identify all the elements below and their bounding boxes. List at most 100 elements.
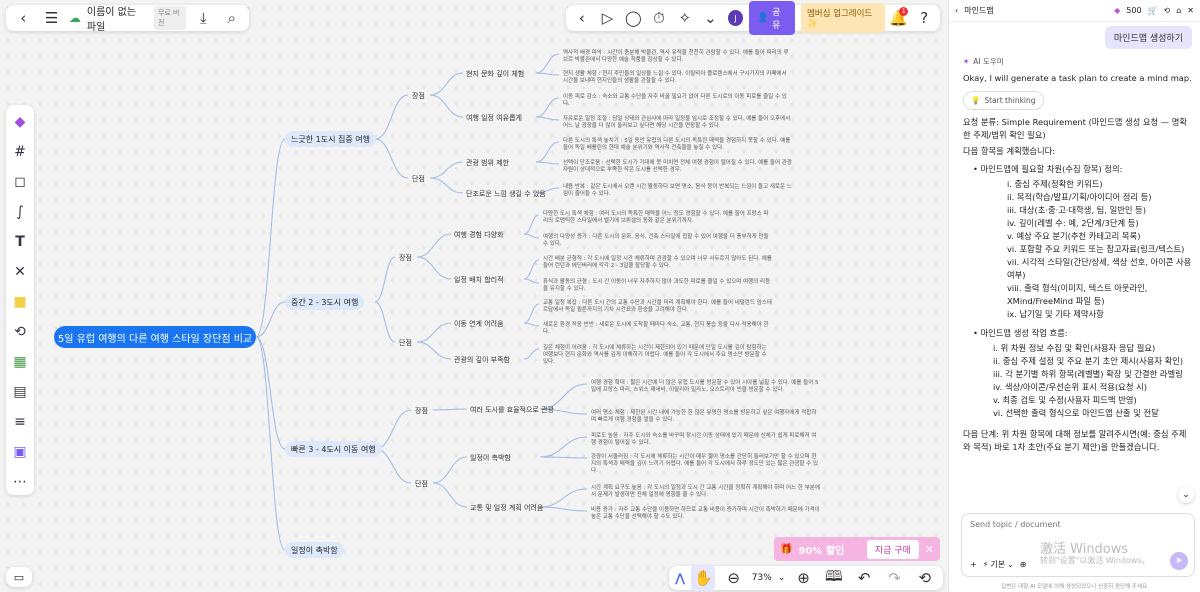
- leaf-note[interactable]: 비용 증가 : 자주 교통 수단을 이용하면 하므로 교통 비용이 증가하며 시…: [591, 507, 820, 520]
- leaf-note[interactable]: 시간 배분 균형적 : 각 도시에 일정 시간 체류하며 관광할 수 있으며 너…: [543, 256, 772, 269]
- search-icon[interactable]: ⌕: [227, 9, 236, 27]
- leaf-note[interactable]: 다른 도시의 특색 놓치기 : 5일 동안 유럽의 다른 도시의 독특한 매력을…: [563, 138, 791, 151]
- topic-item[interactable]: 여행 경험 다양화: [454, 231, 504, 239]
- add-icon[interactable]: +: [970, 560, 977, 569]
- back-icon[interactable]: ‹: [955, 6, 959, 15]
- topic-item[interactable]: 관광 범위 제한: [466, 159, 510, 167]
- leaf-note[interactable]: 현지 생활 체험 : 현지 주민들의 일상을 느낄 수 있다. 이탈리아 플로렌…: [563, 71, 787, 84]
- leaf-note[interactable]: 자유로운 일정 조절 : 당일 상태와 관심사에 따라 일정을 임시로 조정할 …: [563, 116, 791, 129]
- leaf-note[interactable]: 다양한 도시 특색 체험 : 여러 도시의 독특한 매력을 어느 정도 경험할 …: [543, 211, 769, 224]
- close-icon[interactable]: ✕: [924, 542, 934, 556]
- leaf-note[interactable]: 내용 반복 : 같은 도시에서 오랜 시간 활동하다 보면 명소, 음식 등이 …: [563, 184, 792, 197]
- leaf-note[interactable]: 역사적 배경 파악 : 시간이 충분해 박물관, 역사 유적을 천천히 관람할 …: [563, 50, 789, 63]
- leaf-note[interactable]: 관광이 서둘러짐 : 각 도시에 체류하는 시간이 매우 짧아 명소를 간단히 …: [591, 454, 819, 474]
- workflow-item: iv. 색상/아이콘/우선순위 표시 적용(요청 시): [993, 382, 1147, 392]
- file-name[interactable]: 이름이 없는 파일: [86, 7, 137, 33]
- branch-topic[interactable]: 느긋한 1도시 집중 여행: [285, 131, 376, 147]
- magic-icon[interactable]: ✧: [678, 9, 692, 27]
- leaf-note[interactable]: 선택이 단조로움 : 선택한 도시가 기대에 못 미치면 전체 여행 경험이 떨…: [563, 160, 792, 173]
- history-icon[interactable]: ⟲: [918, 569, 932, 587]
- topic-item[interactable]: 여러 도시를 효율적으로 관광: [470, 406, 554, 414]
- list-icon[interactable]: ≡: [14, 414, 26, 431]
- zoom-in-icon[interactable]: ⊕: [797, 569, 810, 587]
- thinking-toggle[interactable]: 💡Start thinking: [963, 91, 1044, 110]
- share-button[interactable]: 👤공유: [748, 1, 795, 35]
- branch-topic[interactable]: 빠른 3 - 4도시 이동 여행: [285, 441, 382, 457]
- timer-icon[interactable]: ⏱: [653, 9, 665, 27]
- buy-now-button[interactable]: 지금 구매: [866, 539, 919, 559]
- sub-topic[interactable]: 단점: [399, 339, 412, 347]
- connector: [374, 409, 412, 450]
- frame-icon[interactable]: #: [14, 143, 26, 160]
- topic-item[interactable]: 일정이 촉박함: [470, 454, 511, 462]
- mode-selector[interactable]: ⚡기본⌄: [983, 559, 1014, 570]
- sub-topic[interactable]: 장점: [399, 254, 412, 262]
- book-icon[interactable]: 🕮: [824, 566, 843, 585]
- leaf-note[interactable]: 휴식과 활동의 균형 : 도시 간 이동이 너무 자주하지 않아 과도한 피로를…: [543, 279, 771, 292]
- ai-icon: ✶: [963, 57, 970, 66]
- hand-icon[interactable]: ✋: [691, 565, 716, 591]
- topic-item[interactable]: 일정 배치 합리적: [454, 276, 504, 284]
- leaf-note[interactable]: 새로운 환경 적응 빈번 : 새로운 도시에 도착할 때마다 숙소, 교통, 현…: [543, 322, 769, 335]
- mindmap-icon[interactable]: ✕: [14, 263, 26, 280]
- connector-icon[interactable]: ⟲: [14, 324, 26, 341]
- template-icon[interactable]: ◆: [14, 113, 26, 130]
- zoom-out-icon[interactable]: ⊖: [727, 569, 740, 587]
- leaf-note[interactable]: 시간 계획 요구도 높음 : 각 도시의 일정과 도시 간 교통 시간을 정확히…: [591, 485, 820, 498]
- close-icon[interactable]: ✕: [1187, 6, 1194, 15]
- redo-icon[interactable]: ↷: [888, 569, 901, 587]
- topic-item[interactable]: 이동 연계 어려움: [454, 320, 504, 328]
- new-chat-icon[interactable]: ⌂: [1176, 6, 1182, 15]
- topic-item[interactable]: 교통 및 일정 계획 어려움: [470, 504, 544, 512]
- globe-icon[interactable]: ⊕: [1019, 560, 1027, 569]
- leaf-note[interactable]: 여러 명소 체험 : 제한된 시간 내에 가능한 한 많은 유명한 명소를 방문…: [591, 410, 817, 423]
- cart-icon[interactable]: 🛒: [1147, 6, 1158, 15]
- zoom-dropdown-icon[interactable]: ⌄: [777, 573, 786, 583]
- shape-icon[interactable]: ◻: [14, 173, 26, 190]
- gallery-icon[interactable]: ▣: [13, 444, 27, 461]
- scroll-down-button[interactable]: ⌄: [1178, 487, 1194, 503]
- sub-topic[interactable]: 단점: [415, 480, 428, 488]
- topic-item[interactable]: 현지 문화 깊이 체험: [466, 70, 525, 78]
- upgrade-button[interactable]: 멤버십 업그레이드 ✨: [800, 3, 885, 33]
- sub-topic[interactable]: 장점: [412, 92, 425, 100]
- branch-topic[interactable]: 중간 2 - 3도시 여행: [285, 294, 365, 310]
- branch-topic[interactable]: 일정이 촉박함: [285, 542, 344, 558]
- text-icon[interactable]: T: [15, 233, 25, 250]
- more-icon[interactable]: ⋯: [13, 474, 27, 491]
- avatar[interactable]: J: [728, 10, 743, 26]
- root-topic[interactable]: 5일 유럽 여행의 다른 여행 스타일 장단점 비교: [54, 326, 256, 348]
- leaf-note[interactable]: 교통 일정 복잡 : 다른 도시 간의 교통 수단과 시간을 미리 계획해야 한…: [543, 300, 772, 313]
- sticky-note-icon[interactable]: ■: [13, 294, 27, 310]
- sub-topic[interactable]: 장점: [415, 407, 428, 415]
- zoom-level[interactable]: 73%: [751, 573, 772, 583]
- collapse-icon[interactable]: ‹: [578, 9, 585, 27]
- bell-icon[interactable]: 🔔1: [889, 7, 909, 27]
- leaf-note[interactable]: 이동 피로 감소 : 숙소와 교통 수단을 자주 바꿀 필요가 없어 다른 도시…: [563, 94, 787, 107]
- history-icon[interactable]: ⟲: [1163, 6, 1171, 15]
- document-icon[interactable]: ▤: [13, 384, 27, 401]
- connector: [539, 436, 588, 458]
- play-icon[interactable]: ▷: [601, 9, 614, 27]
- topic-item[interactable]: 단조로운 느낌 생길 수 있음: [466, 190, 546, 198]
- chat-input[interactable]: [962, 514, 1194, 544]
- leaf-note[interactable]: 피로도 높음 : 자주 도시와 숙소를 바꾸며 장시간 이동 상태에 있기 때문…: [591, 433, 817, 446]
- menu-icon[interactable]: ☰: [44, 9, 59, 27]
- back-icon[interactable]: ‹: [20, 9, 27, 27]
- sub-topic[interactable]: 단점: [412, 175, 425, 183]
- table-icon[interactable]: ▦: [13, 354, 27, 371]
- undo-icon[interactable]: ↶: [857, 569, 871, 587]
- leaf-note[interactable]: 여행의 다양성 증가 : 다른 도시의 문화, 음식, 건축 스타일에 접할 수…: [543, 234, 769, 247]
- expand-more-icon[interactable]: ⌄: [704, 9, 717, 27]
- leaf-note[interactable]: 여행 경험 확대 : 짧은 시간에 더 많은 유럽 도시를 방문할 수 있어 시…: [591, 380, 819, 393]
- download-icon[interactable]: ⤓: [200, 9, 207, 27]
- help-icon[interactable]: ?: [920, 9, 929, 27]
- topic-item[interactable]: 관광의 깊이 부족함: [454, 356, 510, 364]
- minimap-button[interactable]: ▭: [6, 567, 32, 587]
- leaf-note[interactable]: 깊은 체험이 어려움 : 각 도시에 체류하는 시간이 제한되어 있기 때문에 …: [543, 345, 767, 365]
- topic-item[interactable]: 여행 일정 여유롭게: [466, 114, 522, 122]
- send-button[interactable]: ➤: [1170, 552, 1188, 570]
- comment-icon[interactable]: ◯: [624, 9, 642, 27]
- pen-icon[interactable]: ∫: [16, 203, 24, 220]
